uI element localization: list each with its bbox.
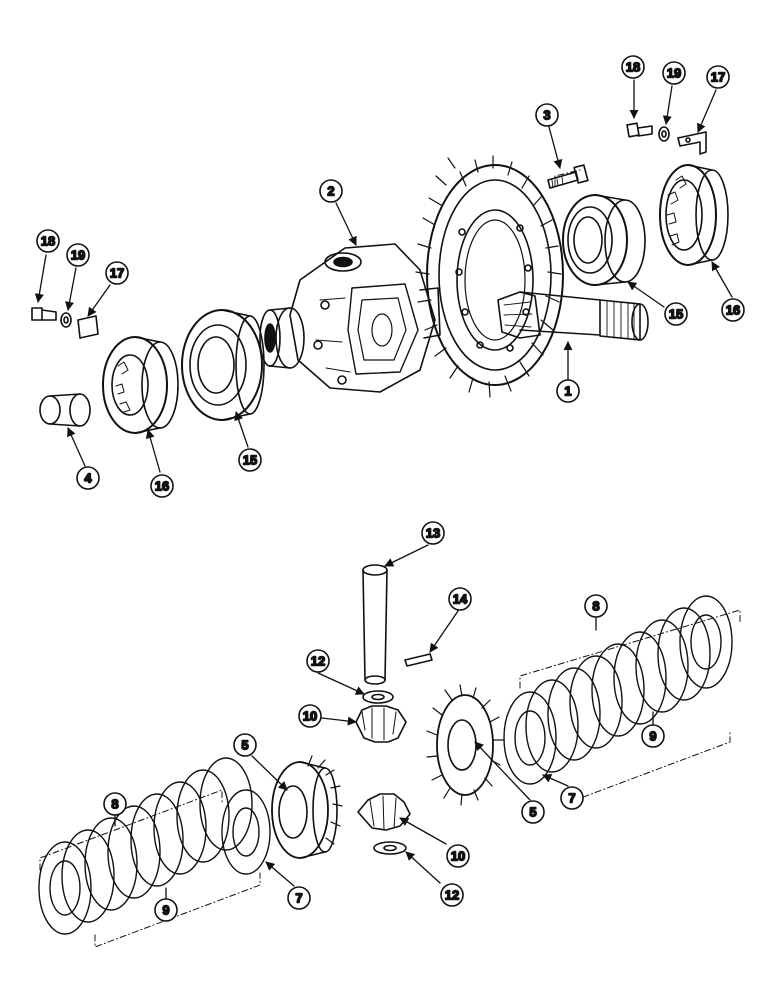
- svg-text:18: 18: [41, 234, 55, 249]
- cross-pin: [362, 564, 388, 685]
- callout-16-left: 16: [150, 474, 174, 498]
- svg-text:9: 9: [162, 903, 169, 918]
- callout-10-bottom: 10: [446, 844, 470, 868]
- callout-15-left: 15: [238, 448, 262, 472]
- callout-7-right: 7: [560, 786, 584, 810]
- bearing-left: [181, 309, 265, 421]
- ring-gear: [415, 155, 564, 398]
- svg-text:7: 7: [295, 891, 302, 906]
- svg-text:17: 17: [711, 70, 725, 85]
- callout-18-right: 18: [621, 55, 645, 79]
- callout-17-left: 17: [105, 261, 129, 285]
- callout-14: 14: [448, 587, 472, 611]
- callout-8-right: 8: [584, 594, 608, 618]
- svg-text:9: 9: [649, 729, 656, 744]
- svg-text:18: 18: [626, 60, 640, 75]
- svg-text:19: 19: [667, 66, 681, 81]
- svg-text:16: 16: [155, 479, 169, 494]
- callout-13: 13: [421, 521, 445, 545]
- clutch-pack-left: [38, 757, 271, 935]
- svg-text:8: 8: [111, 797, 118, 812]
- roll-pin: [404, 653, 433, 667]
- svg-text:13: 13: [426, 526, 440, 541]
- svg-text:7: 7: [568, 791, 575, 806]
- clutch-pack-right: [503, 595, 733, 785]
- thrust-washer-top: [362, 690, 394, 704]
- side-gear-right: [426, 684, 504, 806]
- callout-7-left: 7: [287, 886, 311, 910]
- pinion-gear-bottom: [357, 793, 411, 831]
- svg-text:14: 14: [453, 592, 468, 607]
- callout-5-left: 5: [233, 733, 257, 757]
- callout-12-bottom: 12: [440, 883, 464, 907]
- callout-9-right: 9: [641, 724, 665, 748]
- sleeve-4: [39, 393, 91, 427]
- svg-text:19: 19: [71, 248, 85, 263]
- svg-text:5: 5: [241, 738, 248, 753]
- callout-10-top: 10: [298, 704, 322, 728]
- svg-text:12: 12: [445, 888, 459, 903]
- callout-8-left: 8: [103, 792, 127, 816]
- adjuster-nut-left: [102, 336, 179, 434]
- thrust-washer-bottom: [373, 841, 407, 855]
- svg-text:16: 16: [726, 303, 740, 318]
- callout-5-right: 5: [521, 800, 545, 824]
- differential-carrier: [259, 243, 441, 393]
- callout-19-right: 19: [662, 61, 686, 85]
- pinion-shaft: [497, 291, 649, 341]
- callout-2: 2: [319, 179, 343, 203]
- adjuster-nut-right: [659, 164, 729, 266]
- callout-18-left: 18: [36, 229, 60, 253]
- svg-text:4: 4: [84, 471, 92, 486]
- callout-15-right: 15: [664, 302, 688, 326]
- hardware-right: [626, 122, 707, 155]
- callout-19-left: 19: [66, 243, 90, 267]
- svg-text:15: 15: [669, 307, 683, 322]
- bearing-right: [562, 194, 646, 286]
- svg-text:17: 17: [110, 266, 124, 281]
- svg-text:12: 12: [311, 654, 325, 669]
- callout-17-right: 17: [706, 65, 730, 89]
- svg-text:10: 10: [451, 849, 465, 864]
- svg-text:10: 10: [303, 709, 317, 724]
- svg-text:3: 3: [543, 108, 550, 123]
- callout-1: 1: [556, 379, 580, 403]
- svg-text:15: 15: [243, 453, 257, 468]
- svg-text:1: 1: [564, 384, 571, 399]
- hardware-left: [31, 307, 99, 339]
- callout-9-left: 9: [154, 898, 178, 922]
- leader-lines: [34, 79, 733, 899]
- bolt-3: [547, 164, 589, 189]
- callout-3: 3: [535, 103, 559, 127]
- svg-text:2: 2: [327, 184, 334, 199]
- callout-12-top: 12: [306, 649, 330, 673]
- callout-16-right: 16: [721, 298, 745, 322]
- pinion-gear-top: [355, 705, 407, 743]
- callout-4: 4: [76, 466, 100, 490]
- side-gear-left: [271, 755, 343, 859]
- svg-text:8: 8: [592, 599, 599, 614]
- svg-text:5: 5: [529, 805, 536, 820]
